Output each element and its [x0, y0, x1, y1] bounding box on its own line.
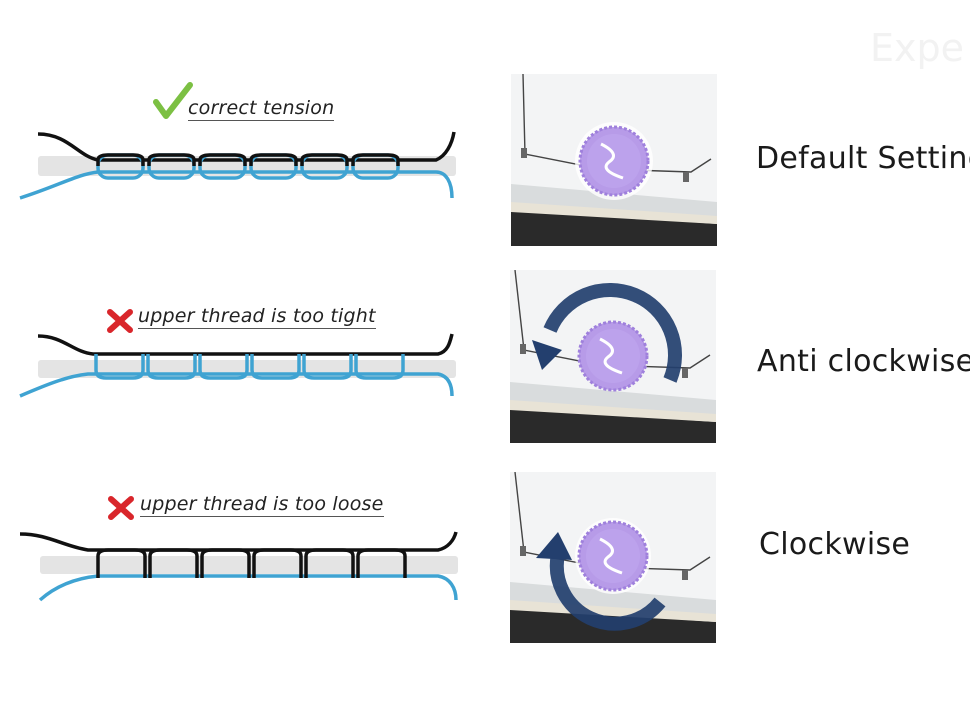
setting-label-clockwise: Clockwise — [759, 527, 911, 562]
knob-photo-clockwise — [510, 472, 716, 643]
knob-photo-default — [511, 74, 717, 246]
setting-label-default: Default Setting — [756, 141, 970, 176]
caption-too-tight: upper thread is too tight — [138, 305, 376, 329]
cross-icon — [108, 496, 134, 520]
stitch-diagram-correct — [19, 131, 456, 200]
knob-photo-anti-clockwise — [510, 270, 716, 443]
cross-icon — [107, 309, 133, 333]
checkmark-icon — [153, 82, 193, 119]
stitch-diagram-too-tight — [19, 333, 456, 398]
setting-label-anti-clockwise: Anti clockwise — [757, 344, 970, 379]
stitch-diagram-too-loose — [19, 531, 458, 602]
watermark-text: Expe — [870, 26, 964, 70]
caption-too-loose: upper thread is too loose — [140, 493, 384, 517]
caption-correct-tension: correct tension — [188, 97, 335, 121]
